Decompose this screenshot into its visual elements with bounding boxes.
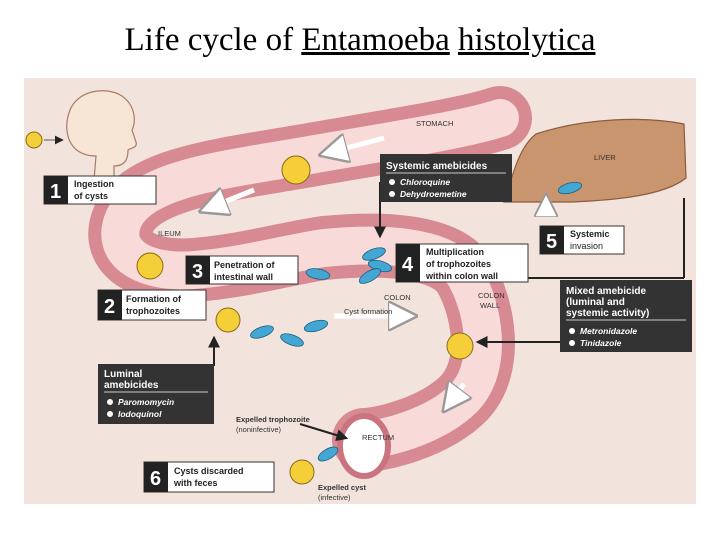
title-species: histolytica xyxy=(458,22,596,58)
step-4-line-3: within colon wall xyxy=(425,271,498,281)
mixed-title-3: systemic activity) xyxy=(566,308,649,319)
title-prefix: Life cycle of xyxy=(124,22,302,58)
mixed-drug-2: Tinidazole xyxy=(580,338,622,348)
flow-arrows xyxy=(204,138,464,408)
cysts xyxy=(25,131,474,485)
expelled-cyst xyxy=(289,459,315,485)
step-2: 2 Formation of trophozoites xyxy=(97,289,207,321)
step-5-line-2: invasion xyxy=(570,241,603,251)
step-3-number: 3 xyxy=(192,261,203,283)
trophozoite xyxy=(362,247,386,261)
stomach-cyst xyxy=(281,155,311,185)
mixed-title-2: (luminal and xyxy=(566,297,625,308)
step-2-number: 2 xyxy=(104,296,115,318)
label-colon: COLON xyxy=(384,293,411,302)
rectum-opening xyxy=(337,413,391,479)
label-liver: LIVER xyxy=(594,153,616,162)
step-6: 6 Cysts discarded with feces xyxy=(143,461,275,493)
colon-cyst xyxy=(446,332,474,360)
trophozoite xyxy=(358,268,382,284)
systemic-amebicides-box: Systemic amebicides Chloroquine Dehydroe… xyxy=(380,154,512,202)
trophozoite xyxy=(303,319,329,333)
label-expelled-cyst-1: Expelled cyst xyxy=(318,483,366,492)
label-colon-wall-1: COLON xyxy=(478,291,505,300)
step-6-line-1: Cysts discarded xyxy=(174,466,244,476)
human-head-icon xyxy=(66,90,137,181)
step-3-line-1: Penetration of xyxy=(214,260,276,270)
step-5: 5 Systemic invasion xyxy=(539,225,625,255)
trophozoite xyxy=(557,181,583,195)
label-rectum: RECTUM xyxy=(362,433,394,442)
luminal-drug-1: Paromomycin xyxy=(118,397,174,407)
liver-organ xyxy=(503,118,687,203)
luminal-amebicides-box: Luminal amebicides Paromomycin Iodoquino… xyxy=(98,364,214,424)
luminal-drug-2: Iodoquinol xyxy=(118,409,162,419)
step-6-number: 6 xyxy=(150,468,161,490)
ileum-cyst xyxy=(136,252,164,280)
step-1: 1 Ingestion of cysts xyxy=(43,175,157,205)
trophozoite xyxy=(305,268,331,280)
slide-title: Life cycle of Entamoeba histolytica xyxy=(0,22,720,59)
trophozoite xyxy=(280,333,304,347)
label-stomach: STOMACH xyxy=(416,119,453,128)
label-ileum: ILEUM xyxy=(158,229,181,238)
label-expelled-cyst-2: (infective) xyxy=(318,493,351,502)
label-expelled-trophozoite-1: Expelled trophozoite xyxy=(236,415,310,424)
connector-lines xyxy=(208,182,685,441)
luminal-title-2: amebicides xyxy=(104,380,159,391)
step-5-line-1: Systemic xyxy=(570,229,610,239)
systemic-title: Systemic amebicides xyxy=(386,161,488,172)
step-4-line-2: of trophozoites xyxy=(426,259,491,269)
step-1-number: 1 xyxy=(50,181,61,203)
trophozoite xyxy=(250,325,274,339)
inhaled-cyst xyxy=(25,131,43,149)
mixed-title-1: Mixed amebicide xyxy=(566,286,646,297)
step-4-line-1: Multiplication xyxy=(426,247,484,257)
mixed-amebicide-box: Mixed amebicide (luminal and systemic ac… xyxy=(560,280,692,352)
step-5-number: 5 xyxy=(546,231,557,253)
label-expelled-trophozoite-2: (noninfective) xyxy=(236,425,282,434)
systemic-drug-1: Chloroquine xyxy=(400,177,450,187)
trophozoite xyxy=(317,446,339,462)
step-6-line-2: with feces xyxy=(173,478,218,488)
systemic-drug-2: Dehydroemetine xyxy=(400,189,467,199)
formation-cyst xyxy=(215,307,241,333)
step-1-line-2: of cysts xyxy=(74,191,108,201)
step-2-line-2: trophozoites xyxy=(126,306,180,316)
step-2-line-1: Formation of xyxy=(126,294,182,304)
mixed-drug-1: Metronidazole xyxy=(580,326,637,336)
life-cycle-diagram: STOMACH LIVER ILEUM COLON COLON WALL REC… xyxy=(24,78,696,504)
step-3-line-2: intestinal wall xyxy=(214,272,273,282)
step-3: 3 Penetration of intestinal wall xyxy=(185,255,299,285)
step-4-number: 4 xyxy=(402,254,414,276)
label-colon-wall-2: WALL xyxy=(480,301,500,310)
luminal-title-1: Luminal xyxy=(104,369,143,380)
step-4: 4 Multiplication of trophozoites within … xyxy=(395,243,529,283)
title-genus: Entamoeba xyxy=(301,22,450,58)
step-1-line-1: Ingestion xyxy=(74,179,114,189)
label-cyst-formation: Cyst formation xyxy=(344,307,392,316)
trophozoites xyxy=(250,181,583,462)
